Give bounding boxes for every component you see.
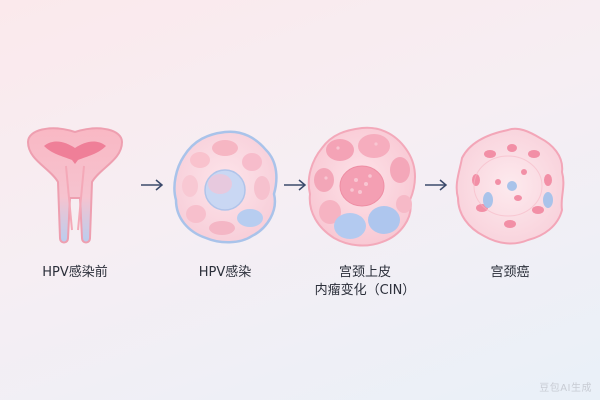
uterus-illustration	[26, 127, 124, 244]
stage-label-cin: 宫颈上皮 内瘤变化（CIN）	[314, 265, 416, 298]
arrow-right-icon	[284, 179, 307, 191]
cancer-cell-illustration	[455, 127, 565, 245]
infected-cell-illustration	[173, 130, 278, 244]
stage-label-infection: HPV感染	[198, 265, 252, 280]
arrow-right-icon	[141, 179, 164, 191]
cin-cell-illustration	[307, 126, 416, 247]
stage-label-pre-infection: HPV感染前	[42, 265, 108, 280]
stage-label-cancer: 宫颈癌	[490, 265, 530, 280]
arrow-right-icon	[425, 179, 448, 191]
watermark: 豆包AI生成	[539, 383, 592, 394]
